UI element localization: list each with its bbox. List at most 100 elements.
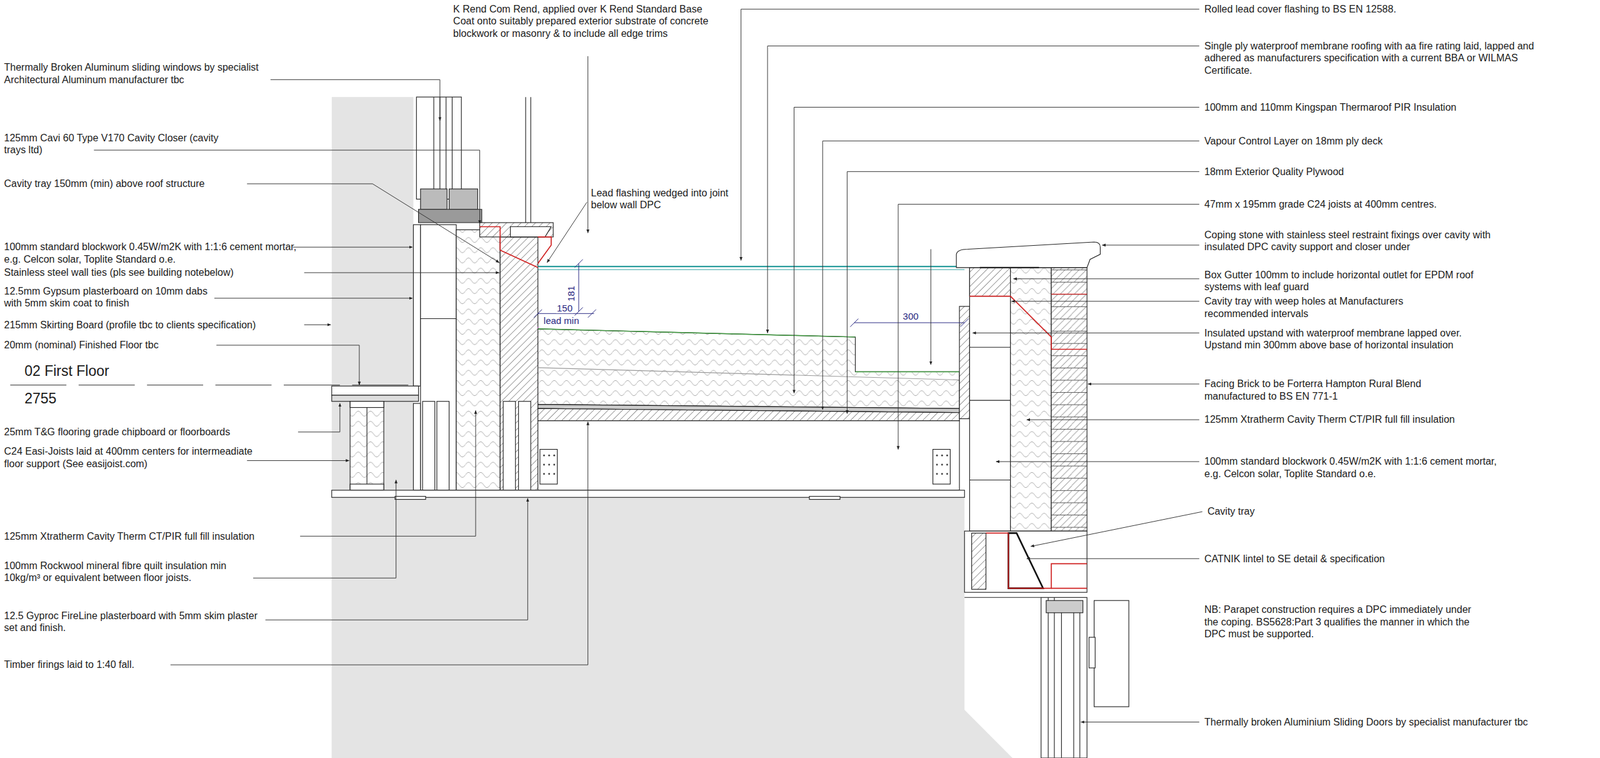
roof-build-up [543,454,545,457]
roof-build-up [936,463,939,466]
left-wall [500,236,538,490]
annotation-label: Box Gutter 100mm to include horizontal o… [1204,268,1502,294]
right-parapet [969,267,1010,297]
floor-level-line [10,384,449,386]
leader-line [587,56,589,234]
roof-build-up [946,463,949,466]
dimension-label: 181 [566,285,577,302]
right-parapet [969,296,1087,350]
roof-build-up [543,472,545,475]
annotation-label: 12.5 Gyproc FireLine plasterboard with 5… [4,609,270,634]
first-floor [331,385,419,395]
leader-line [741,9,1200,261]
leader-line [822,140,1200,409]
sliding-door [1046,600,1084,613]
lintel [964,596,1041,598]
right-parapet [1010,267,1052,531]
roof-build-up [936,454,939,457]
lintel [1008,532,1044,588]
leader-line [1026,558,1200,559]
leader-line [972,332,1200,334]
first-floor [366,407,368,484]
leader-line [898,204,1200,450]
first-floor [503,401,516,490]
left-wall [480,226,539,268]
leader-line [1080,721,1199,722]
roof-build-up [941,463,944,466]
lintel [971,532,987,589]
roof-build-up [395,496,426,500]
roof-build-up [538,408,960,421]
annotation-label: Rolled lead cover flashing to BS EN 1258… [1204,3,1397,16]
leader-line [1026,419,1200,420]
dimension-lines [854,322,965,324]
annotation-label: 25mm T&G flooring grade chipboard or flo… [4,425,231,439]
roof-build-up [331,490,965,497]
window [530,96,532,225]
leader-line [1011,300,1199,302]
sliding-door [1073,612,1074,758]
leader-line [214,297,413,299]
roof-build-up [543,454,949,475]
annotation-label: Thermally Broken Aluminum sliding window… [4,61,274,86]
sliding-door [1061,612,1062,758]
annotation-label: 20mm (nominal) Finished Floor tbc [4,338,159,352]
first-floor [518,401,532,490]
roof-build-up [538,367,960,380]
left-wall [420,224,457,490]
left-wall [413,224,420,386]
roof-build-up [540,449,558,485]
window [525,96,526,225]
lintel [1051,587,1087,589]
dimension-label: 150 [556,303,574,314]
roof-build-up [553,463,555,466]
annotation-label: 100mm and 110mm Kingspan Thermaroof PIR … [1204,101,1457,114]
roof-build-up [538,328,856,337]
leader-line [767,45,1200,333]
window [420,188,447,210]
annotation-label: 47mm x 195mm grade C24 joists at 400mm c… [1204,198,1437,211]
annotation-label: 100mm Rockwool mineral fibre quilt insul… [4,559,252,584]
annotation-label: 125mm Xtratherm Cavity Therm CT/PIR full… [1204,413,1455,426]
leader-line [1013,278,1200,279]
annotation-label: Cavity tray with weep holes at Manufactu… [1204,295,1406,320]
annotation-label: Vapour Control Layer on 18mm ply deck [1204,135,1383,148]
left-wall [480,222,554,237]
annotation-label: Insulated upstand with waterproof membra… [1204,326,1483,352]
leader-line [846,171,1199,414]
leader-line [216,345,360,385]
window [449,188,479,210]
annotation-label: Coping stone with stainless steel restra… [1204,228,1520,254]
first-floor [350,401,384,408]
annotation-label: Facing Brick to be Forterra Hampton Rura… [1204,377,1427,402]
roof-build-up [543,463,545,466]
first-floor [422,401,435,490]
right-parapet [1051,267,1087,531]
annotation-label: Stainless steel wall ties (pls see build… [4,266,234,279]
annotation-label: 100mm standard blockwork 0.45W/m2K with … [4,240,299,265]
dimension-label: 300 [902,311,920,322]
roof-build-up [946,472,949,475]
sliding-door [1048,596,1049,757]
roof-build-up [946,454,949,457]
leader-line [794,106,1200,393]
right-parapet [969,267,1010,531]
left-wall [456,229,500,490]
right-parapet [956,241,1100,531]
roof-build-up [548,463,550,466]
leader-line [170,421,589,665]
roof-build-up [553,454,555,457]
leader-line [546,201,587,262]
sliding-door [1041,596,1087,758]
first-floor [436,401,450,490]
window [451,96,453,189]
annotation-label: CATNIK lintel to SE detail & specificati… [1204,552,1385,565]
window [445,96,447,189]
left-wall [413,222,554,490]
roof-build-up [941,472,944,475]
dimension-lines [850,318,859,327]
annotation-label: Cavity tray [1207,505,1255,518]
window [433,96,435,189]
annotation-label: NB: Parapet construction requires a DPC … [1204,603,1487,640]
right-parapet [969,346,1010,348]
